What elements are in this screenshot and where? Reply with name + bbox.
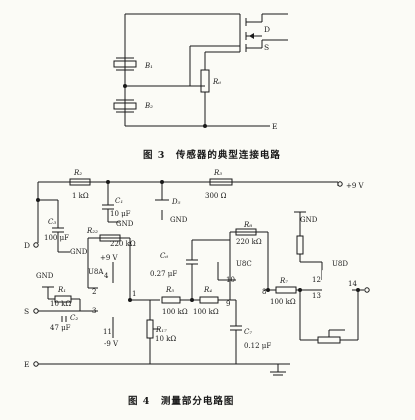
figure3-sensor-connection: B₁ B₂ E R₆ — [113, 13, 288, 131]
resistor-r8 — [235, 228, 257, 236]
u8d-pin13: 13 — [312, 292, 321, 300]
r3-label: R₃ — [213, 169, 222, 177]
r7-value: 100 kΩ — [270, 298, 296, 306]
u8a-vminus: -9 V — [104, 340, 119, 348]
resistor-r7 — [275, 286, 297, 294]
fig3-terminal-s: S — [264, 43, 269, 52]
gnd-zener: GND — [170, 216, 188, 224]
crystal-b2-label: B₂ — [144, 102, 153, 110]
zener-label: D₅ — [171, 198, 181, 206]
fig4-terminal-e: E — [24, 360, 29, 369]
gnd-c1: GND — [116, 220, 134, 228]
gnd-r1: GND — [36, 272, 54, 280]
r4-value: 100 kΩ — [193, 308, 219, 316]
resistor-r5 — [161, 296, 181, 304]
resistor-r4 — [199, 296, 219, 304]
resistor-r22 — [99, 234, 121, 242]
u8a-pin1: 1 — [132, 290, 136, 298]
u8d-pin12: 12 — [312, 276, 321, 284]
resistor-r6-label: R₆ — [212, 78, 221, 86]
figure3-caption: 图 3 传感器的典型连接电路 — [143, 149, 281, 161]
r4-label: R₄ — [203, 286, 212, 294]
crystal-b1 — [113, 57, 137, 71]
u8d-pin14: 14 — [348, 280, 357, 288]
c2-label: C₂ — [70, 314, 78, 322]
r2-label: R₂ — [73, 169, 82, 177]
resistor-r3 — [209, 178, 233, 186]
crystal-b2 — [113, 99, 137, 113]
r17-value: 10 kΩ — [155, 335, 176, 343]
u8a-vplus: +9 V — [100, 254, 119, 262]
u8c-label: U8C — [236, 260, 252, 268]
fig3-terminal-d: D — [264, 25, 270, 34]
c7-value: 0.12 μF — [244, 342, 271, 350]
c3-value: 100 μF — [44, 234, 69, 242]
fig3-terminal-e: E — [272, 122, 277, 131]
u8a-pin4: 4 — [104, 272, 109, 280]
u8a-pin11: 11 — [103, 328, 112, 336]
r1-value: 10 kΩ — [50, 300, 71, 308]
crystal-b1-label: B₁ — [144, 62, 153, 70]
r17-label: R₁₇ — [155, 326, 167, 334]
gnd-right: GND — [300, 216, 318, 224]
r22-label: R₂₂ — [86, 227, 98, 235]
fet-transistor — [239, 13, 288, 52]
c3-label: C₃ — [48, 218, 56, 226]
fig4-terminal-s: S — [24, 307, 29, 316]
zener-diode — [155, 199, 169, 210]
c6-label: C₆ — [160, 252, 168, 260]
resistor-r6 — [200, 69, 210, 93]
u8d-label: U8D — [332, 260, 348, 268]
figure4-measurement-circuit: +9 V R₂ 1 kΩ D C₁ 10 μF GND C₃ 100 μF GN… — [24, 169, 370, 376]
r1-label: R₁ — [57, 286, 66, 294]
resistor-r2 — [69, 178, 91, 186]
opamp-u8c — [236, 270, 264, 310]
u8c-pin8: 8 — [262, 288, 266, 296]
potentiometer-gain — [317, 336, 341, 344]
opamp-u8d — [322, 270, 352, 310]
u8c-pin9: 9 — [226, 300, 230, 308]
c1-value: 10 μF — [110, 210, 131, 218]
potentiometer-offset — [296, 235, 304, 255]
r8-value: 220 kΩ — [236, 238, 262, 246]
r8-label: R₈ — [243, 221, 252, 229]
c7-label: C₇ — [244, 328, 252, 336]
c2-value: 47 μF — [50, 324, 71, 332]
r7-label: R₇ — [279, 277, 288, 285]
c1-label: C₁ — [115, 197, 123, 205]
c6-value: 0.27 μF — [150, 270, 177, 278]
u8a-pin2: 2 — [92, 288, 96, 296]
r5-label: R₅ — [165, 286, 174, 294]
r3-value: 300 Ω — [205, 192, 227, 200]
u8a-label: U8A — [88, 268, 104, 276]
supply-label: +9 V — [346, 182, 365, 190]
r2-value: 1 kΩ — [72, 192, 89, 200]
r5-value: 100 kΩ — [162, 308, 188, 316]
opamp-u8a — [98, 275, 128, 325]
fig4-terminal-d: D — [24, 241, 30, 250]
r22-value: 220 kΩ — [110, 240, 136, 248]
potentiometer-r17 — [146, 319, 154, 339]
gnd-c3: GND — [70, 248, 88, 256]
figure4-caption: 图 4 测量部分电路图 — [128, 395, 234, 407]
